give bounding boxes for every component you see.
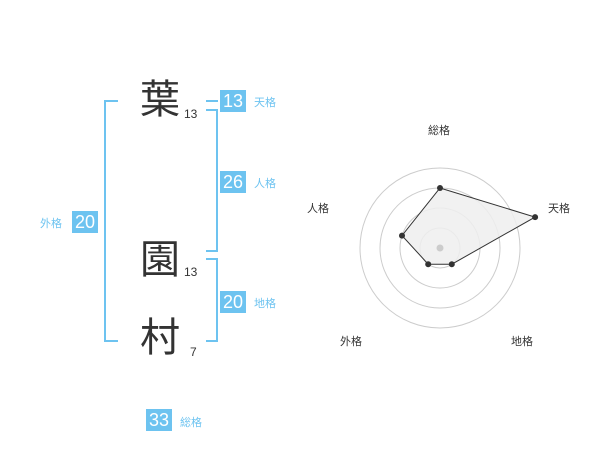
tenkaku-label: 天格 <box>254 96 276 109</box>
chikaku-bracket <box>206 258 218 342</box>
name-char-3-strokes: 7 <box>190 345 197 359</box>
radar-point-1 <box>437 185 443 191</box>
tenkaku-badge: 13 <box>220 90 246 112</box>
name-char-1: 葉 <box>140 77 180 123</box>
name-char-2: 園 <box>140 237 180 283</box>
radar-label-gaikaku: 外格 <box>340 335 362 348</box>
name-char-3: 村 <box>140 315 180 361</box>
radar-label-tenkaku: 天格 <box>548 202 570 215</box>
chikaku-label: 地格 <box>254 297 276 310</box>
gaikaku-label: 外格 <box>40 217 62 230</box>
soukaku-badge: 33 <box>146 409 172 431</box>
radar-point-3 <box>448 261 455 268</box>
jinkaku-badge: 26 <box>220 171 246 193</box>
radar-label-soukaku: 総格 <box>428 124 450 137</box>
radar-point-5 <box>399 232 405 239</box>
radar-center-dot <box>436 244 444 252</box>
chikaku-badge: 20 <box>220 291 246 313</box>
radar-label-chikaku: 地格 <box>511 335 533 348</box>
gaikaku-badge: 20 <box>72 211 98 233</box>
radar-polygon <box>401 187 537 265</box>
tenkaku-bracket <box>206 100 218 102</box>
jinkaku-bracket <box>206 109 218 252</box>
radar-chart <box>359 167 539 329</box>
name-char-2-strokes: 13 <box>184 265 198 279</box>
name-char-1-strokes: 13 <box>184 107 198 121</box>
radar-shape <box>399 185 539 268</box>
radar-point-2 <box>532 214 539 221</box>
radar-label-jinkaku: 人格 <box>307 202 329 215</box>
radar-grid-ring <box>359 167 521 329</box>
radar-point-4 <box>425 261 432 268</box>
jinkaku-label: 人格 <box>254 177 276 190</box>
soukaku-label: 総格 <box>180 416 202 429</box>
gaikaku-bracket <box>104 100 118 342</box>
